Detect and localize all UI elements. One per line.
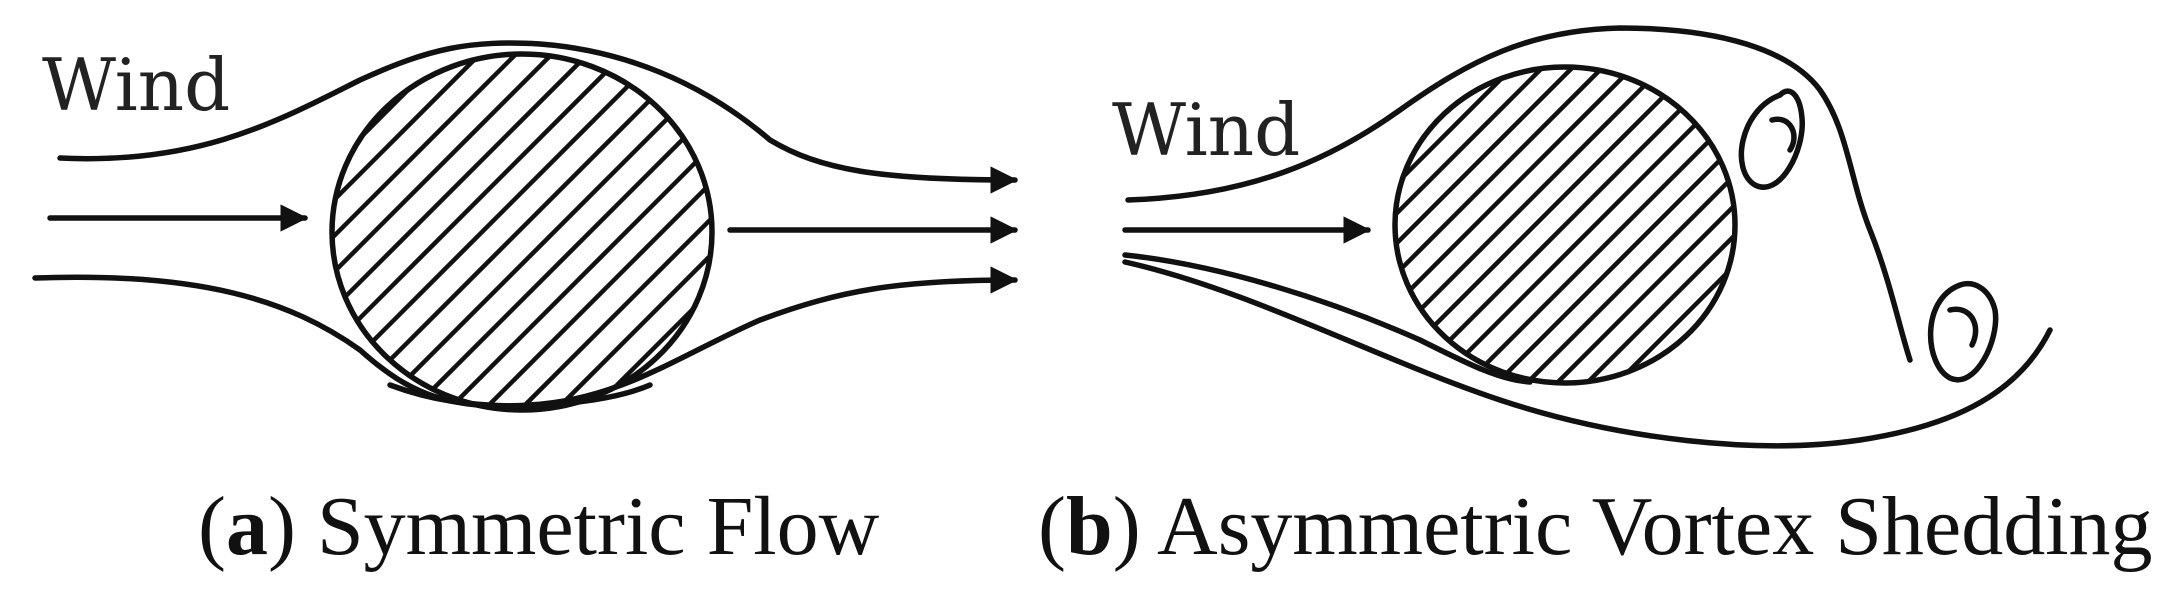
hatch-line xyxy=(424,54,712,410)
hatch-line xyxy=(1395,67,1657,383)
hatch-line xyxy=(332,54,540,410)
streamline-bottom-b xyxy=(1122,259,2053,449)
cylinder-b xyxy=(1392,64,1738,386)
hatch-line xyxy=(332,54,648,410)
panel-b-vortex-shedding: Wind xyxy=(1112,25,2053,449)
streamline-bottom-hug-a xyxy=(387,382,653,409)
hatch-line xyxy=(1395,67,1717,383)
hatch-line xyxy=(388,54,712,410)
hatch-line xyxy=(460,54,712,410)
hatch-line xyxy=(532,54,712,410)
hatch-line xyxy=(1395,67,1627,383)
hatch-line xyxy=(332,54,612,410)
caption-a-text: Symmetric Flow xyxy=(316,480,880,573)
hatch-line xyxy=(1563,67,1735,383)
cylinder-a xyxy=(329,51,715,413)
hatch-line xyxy=(1443,67,1735,383)
vortex-upper xyxy=(1738,88,1805,190)
hatch-line xyxy=(1653,67,1735,383)
hatch-line xyxy=(332,54,576,410)
hatch-line xyxy=(1395,67,1567,383)
hatch-line xyxy=(1473,67,1735,383)
caption-b: (b) Asymmetric Vortex Shedding xyxy=(1038,480,2153,573)
hatch-line xyxy=(568,54,712,410)
hatch-line xyxy=(1593,67,1735,383)
vortex-lower xyxy=(1927,281,1999,383)
hatch-line xyxy=(496,54,712,410)
streamline-lower-b xyxy=(1122,252,1533,385)
caption-a-letter: a xyxy=(225,480,268,573)
hatch-line xyxy=(1395,67,1537,383)
hatch-line xyxy=(352,54,712,410)
wind-label-a: Wind xyxy=(42,43,230,127)
hatch-line xyxy=(1413,67,1735,383)
streamline-top-a xyxy=(57,40,1018,194)
caption-a: (a) Symmetric Flow xyxy=(198,480,880,573)
caption-b-letter: b xyxy=(1065,480,1113,573)
streamline-top-b xyxy=(1125,25,1913,363)
hatch-line xyxy=(1533,67,1735,383)
hatch-line xyxy=(332,54,504,410)
hatch-line xyxy=(1503,67,1735,383)
panel-a-symmetric-flow: Wind xyxy=(32,40,1018,413)
hatch-line xyxy=(1395,67,1597,383)
hatch-line xyxy=(1395,67,1687,383)
caption-b-text: Asymmetric Vortex Shedding xyxy=(1157,480,2153,573)
wind-label-b: Wind xyxy=(1112,88,1300,172)
